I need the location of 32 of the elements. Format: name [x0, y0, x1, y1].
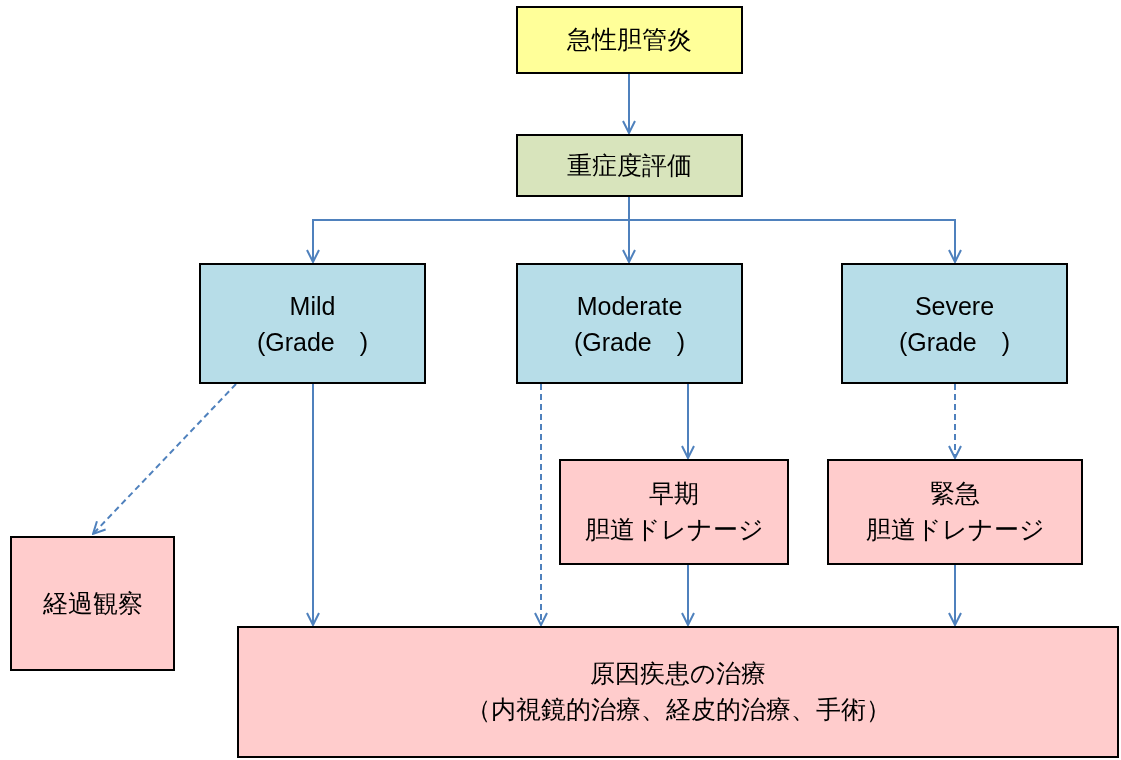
- node-sublabel: (Grade ): [256, 326, 369, 358]
- node-label: Moderate: [576, 290, 683, 322]
- node-sublabel: (Grade ): [573, 326, 686, 358]
- node-label: Severe: [914, 290, 995, 322]
- process-box: [841, 263, 1068, 384]
- process-box: [516, 263, 743, 384]
- node-label: 急性胆管炎: [567, 24, 692, 56]
- arrow: [681, 383, 695, 459]
- process-box: [516, 134, 743, 197]
- process-box: [237, 626, 1119, 758]
- node-label: 経過観察: [42, 587, 143, 620]
- arrow: [534, 383, 548, 626]
- node-sublabel: (Grade ): [898, 326, 1011, 358]
- node-sublabel: 胆道ドレナージ: [865, 514, 1045, 546]
- arrow: [948, 383, 962, 459]
- node-label: 原因疾患の治療: [590, 658, 766, 690]
- process-box: [516, 6, 743, 74]
- process-box: [827, 459, 1083, 565]
- node-sublabel: 胆道ドレナージ: [584, 514, 764, 546]
- arrow: [306, 383, 320, 626]
- node-label: 重症度評価: [567, 149, 692, 182]
- node-label: Mild: [289, 290, 336, 322]
- node-label: 緊急: [930, 478, 980, 510]
- arrow: [622, 73, 636, 134]
- node-label: 早期: [649, 478, 699, 510]
- node-sublabel: （内視鏡的治療、経皮的治療、手術）: [465, 694, 891, 726]
- arrow: [92, 383, 237, 535]
- arrow: [681, 564, 695, 626]
- process-box: [559, 459, 789, 565]
- process-box: [199, 263, 426, 384]
- arrow: [948, 564, 962, 626]
- process-box: [10, 536, 175, 671]
